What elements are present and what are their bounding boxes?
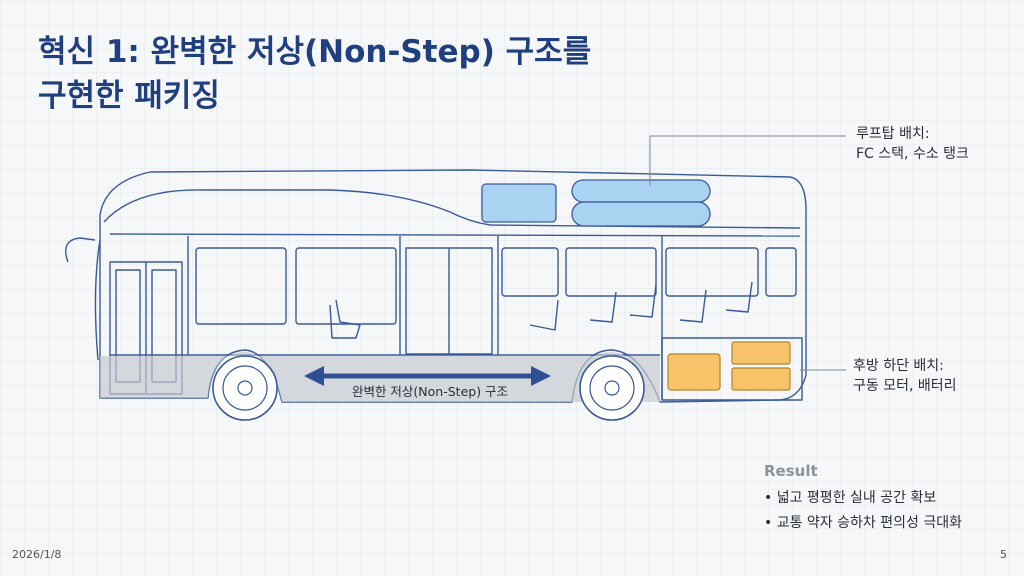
result-item: 넓고 평평한 실내 공간 확보 bbox=[764, 486, 1014, 511]
window-3 bbox=[501, 247, 559, 297]
hydrogen-tank-1 bbox=[571, 179, 711, 203]
window-6 bbox=[765, 247, 797, 297]
seat-1 bbox=[329, 299, 361, 339]
rear-callout: 후방 하단 배치: 구동 모터, 배터리 bbox=[853, 356, 957, 396]
hydrogen-tank-2 bbox=[571, 201, 711, 227]
seat-3 bbox=[589, 291, 617, 323]
title-line-2: 구현한 패키징 bbox=[38, 78, 220, 114]
roof-callout: 루프탑 배치: FC 스택, 수소 탱크 bbox=[856, 124, 969, 164]
rear-callout-title: 후방 하단 배치: bbox=[853, 358, 944, 374]
windshield bbox=[94, 239, 101, 361]
roof-callout-leader bbox=[649, 135, 846, 186]
footer-date: 2026/1/8 bbox=[12, 548, 62, 561]
result-label: Result bbox=[764, 462, 818, 480]
title-line-1: 혁신 1: 완벽한 저상(Non-Step) 구조를 bbox=[38, 34, 592, 70]
roof-callout-detail: FC 스택, 수소 탱크 bbox=[856, 146, 969, 162]
front-wheel bbox=[212, 355, 278, 421]
seat-6 bbox=[725, 281, 753, 313]
seat-4 bbox=[629, 284, 657, 318]
window-4 bbox=[565, 247, 657, 297]
floor-double-arrow bbox=[304, 366, 551, 386]
battery-1 bbox=[731, 341, 791, 365]
result-section: Result 넓고 평평한 실내 공간 확보 교통 약자 승하차 편의성 극대화 bbox=[764, 462, 1014, 536]
battery-2 bbox=[731, 367, 791, 391]
rear-callout-detail: 구동 모터, 배터리 bbox=[853, 378, 957, 394]
page-title: 혁신 1: 완벽한 저상(Non-Step) 구조를 구현한 패키징 bbox=[38, 30, 678, 118]
window-2 bbox=[295, 247, 397, 325]
result-item: 교통 약자 승하차 편의성 극대화 bbox=[764, 511, 1014, 536]
fuel-cell-stack bbox=[481, 183, 557, 223]
rear-wheel bbox=[579, 355, 645, 421]
mirror bbox=[65, 237, 96, 263]
roof-curve bbox=[103, 189, 801, 229]
seat-2 bbox=[529, 299, 559, 331]
page-number: 5 bbox=[1000, 548, 1007, 561]
roof-callout-title: 루프탑 배치: bbox=[856, 126, 930, 142]
rear-components bbox=[667, 341, 791, 391]
floor-arrow-label: 완벽한 저상(Non-Step) 구조 bbox=[351, 384, 509, 399]
window-5 bbox=[665, 247, 759, 297]
seat-5 bbox=[679, 289, 707, 323]
roof-components bbox=[481, 179, 711, 227]
drive-motor bbox=[667, 353, 721, 391]
roof-line bbox=[109, 233, 801, 237]
rear-bay-outline bbox=[661, 337, 803, 401]
window-1 bbox=[195, 247, 287, 325]
